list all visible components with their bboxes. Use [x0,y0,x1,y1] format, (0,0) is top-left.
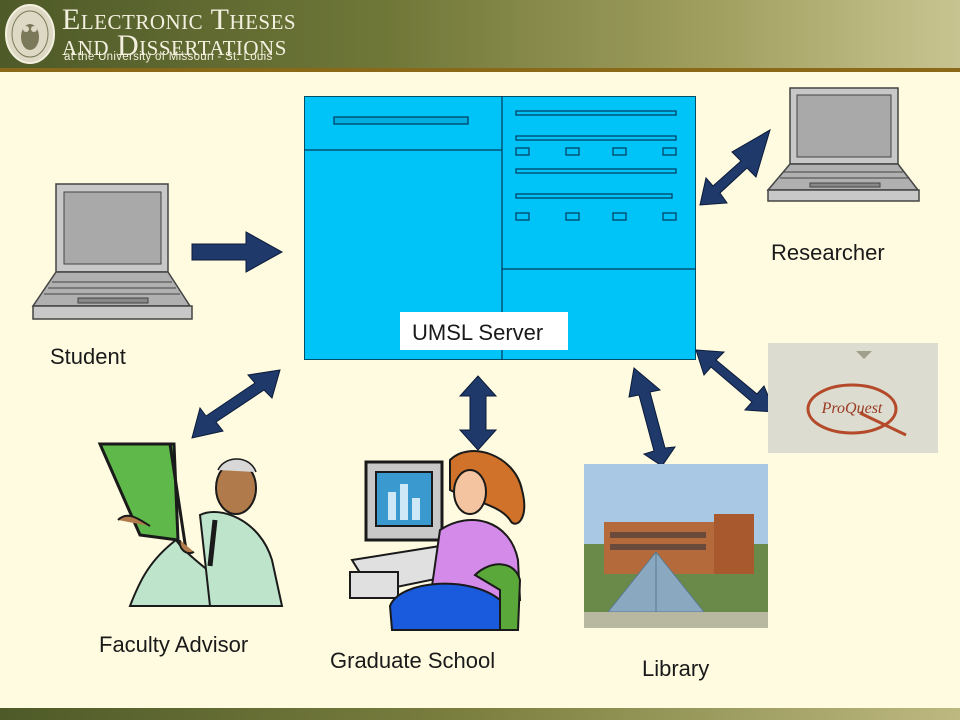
graduate-school-label: Graduate School [330,648,496,673]
header-title-line2: and Dissertations [62,29,287,62]
faculty-advisor-label: Faculty Advisor [99,632,249,657]
owl-seal-icon [5,4,55,64]
footer-bar [0,708,960,720]
student-to-server-arrow [191,231,284,273]
header-subtitle: at the University of Missouri - St. Loui… [64,51,273,63]
advisor-clipart [97,442,284,607]
header-rule [0,68,960,72]
header-title-line1: Electronic Theses [62,3,297,36]
gradschool-server-arrow [458,375,498,451]
researcher-label: Researcher [771,240,885,265]
header-bar [0,0,960,68]
library-label: Library [642,656,710,681]
researcher-server-arrow [699,128,771,206]
proquest-logo: ProQuest [768,343,938,453]
proquest-logo-text: ProQuest [821,400,883,417]
advisor-server-arrow [191,369,281,439]
server-layout [304,96,696,360]
student-laptop-icon [31,183,193,320]
server-label: UMSL Server [400,312,568,350]
arrows [191,128,776,467]
graduate-clipart [349,450,526,631]
researcher-laptop-icon [766,87,920,202]
proquest-server-arrow [695,349,776,413]
student-label: Student [50,344,126,369]
library-server-arrow [628,367,677,467]
library-photo [584,464,768,628]
